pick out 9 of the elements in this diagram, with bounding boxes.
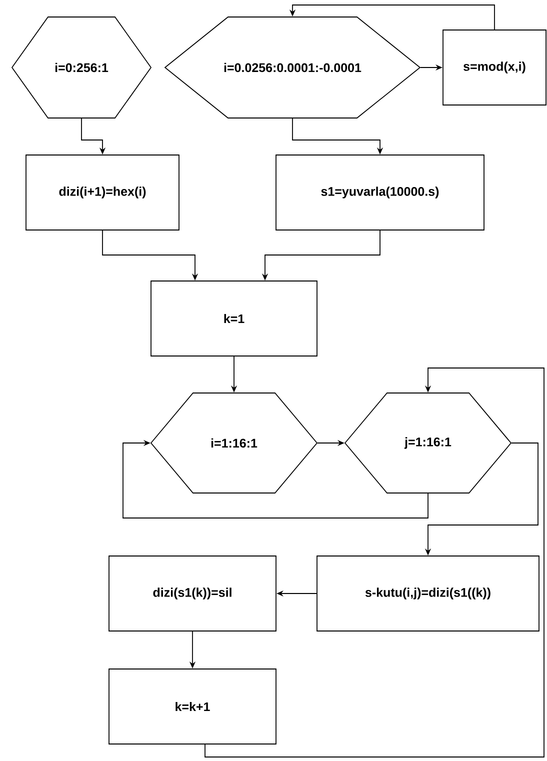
process-box: dizi(i+1)=hex(i) bbox=[26, 154, 180, 230]
process-box: dizi(s1(k))=sil bbox=[108, 556, 276, 632]
process-box: s1=yuvarla(10000.s) bbox=[276, 154, 484, 230]
process-box: k=1 bbox=[150, 280, 318, 356]
process-box: s=mod(x,i) bbox=[442, 30, 546, 106]
arrow bbox=[122, 440, 428, 518]
process-box: k=k+1 bbox=[108, 668, 276, 744]
arrow bbox=[204, 368, 544, 758]
process-box: s-kutu(i,j)=dizi(s1((k)) bbox=[316, 556, 540, 632]
